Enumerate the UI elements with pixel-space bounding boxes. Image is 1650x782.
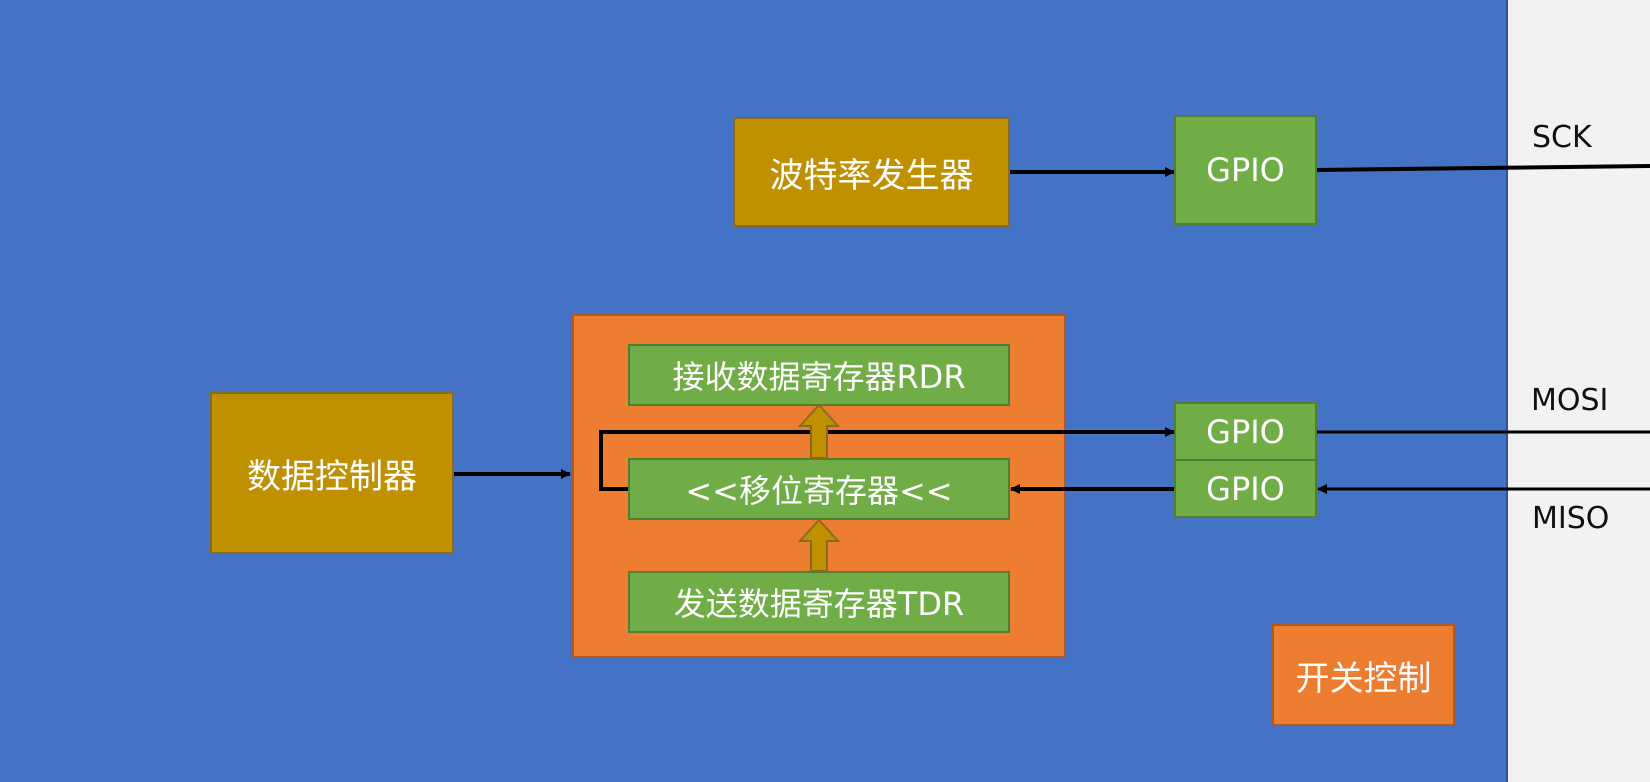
- switch-control-label: 开关控制: [1295, 658, 1432, 699]
- baud-rate-generator: 波特率发生器: [733, 117, 1010, 227]
- receive-data-register-label: 接收数据寄存器RDR: [672, 358, 966, 396]
- shift-register-label: <<移位寄存器<<: [685, 472, 953, 510]
- sck-label: SCK: [1532, 120, 1592, 155]
- baud-rate-generator-label: 波特率发生器: [769, 155, 974, 196]
- transmit-data-register: 发送数据寄存器TDR: [628, 571, 1010, 633]
- transmit-data-register-label: 发送数据寄存器TDR: [673, 585, 965, 623]
- shift-to-mosi-arrow: [599, 427, 1175, 491]
- gpio-sck: GPIO: [1174, 115, 1317, 225]
- data-controller: 数据控制器: [210, 392, 454, 554]
- data-controller-label: 数据控制器: [247, 456, 417, 497]
- receive-data-register: 接收数据寄存器RDR: [628, 344, 1010, 406]
- gpio-mosi-label: GPIO: [1206, 412, 1285, 451]
- sck-line: [1315, 164, 1650, 172]
- switch-control: 开关控制: [1272, 624, 1455, 726]
- gpio-miso: GPIO: [1174, 459, 1317, 518]
- mosi-label: MOSI: [1531, 383, 1609, 418]
- shift-register: <<移位寄存器<<: [628, 458, 1010, 520]
- gpio-miso-label: GPIO: [1206, 469, 1285, 508]
- gpio-sck-label: GPIO: [1206, 151, 1285, 189]
- gpio-mosi: GPIO: [1174, 402, 1317, 461]
- shift-to-rdr-block-arrow: [797, 403, 841, 459]
- tdr-to-shift-block-arrow: [797, 518, 841, 572]
- miso-label: MISO: [1532, 501, 1610, 536]
